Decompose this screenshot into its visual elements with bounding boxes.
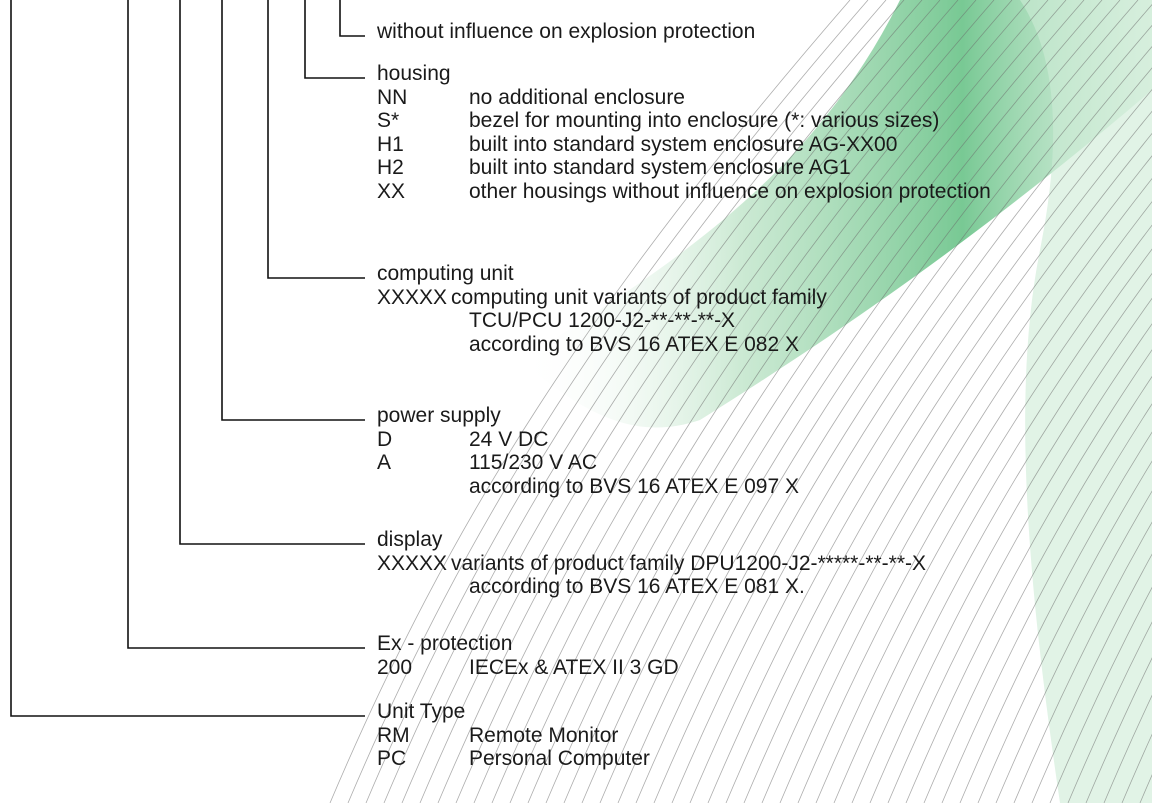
row-description: according to BVS 16 ATEX E 097 X: [469, 474, 799, 498]
hatch-line: [1085, 657, 1152, 803]
connector-ex: [127, 0, 365, 649]
row-description: other housings without influence on expl…: [469, 179, 991, 203]
row-code: 200: [377, 655, 413, 679]
hatch-line: [365, 0, 887, 803]
row-code: D: [377, 427, 393, 451]
hatch-line: [581, 0, 1103, 803]
hatch-line: [959, 431, 1152, 803]
row-description: no additional enclosure: [469, 85, 685, 109]
hatch-line: [1013, 521, 1152, 803]
row-description: built into standard system enclosure AG-…: [469, 132, 898, 156]
row-code: H2: [377, 156, 404, 179]
row-description: computing unit variants of product famil…: [451, 285, 827, 309]
hatch-line: [743, 132, 1152, 803]
hatch-line: [869, 297, 1152, 803]
hatch-line: [833, 248, 1152, 803]
hatch-line: [347, 0, 869, 803]
hatch-line: [761, 155, 1152, 803]
hatch-line: [653, 24, 1152, 803]
hatch-line: [977, 460, 1152, 803]
row-description: bezel for mounting into enclosure (*: va…: [469, 109, 940, 132]
hatch-line: [545, 0, 1067, 803]
row-description: variants of product family DPU1200-J2-**…: [451, 551, 927, 575]
hatch-line: [707, 88, 1152, 803]
hatch-line: [815, 224, 1152, 803]
hatch-line: [509, 0, 1031, 803]
swoosh-band-right: [1020, 0, 1152, 803]
hatch-line: [599, 0, 1121, 803]
hatch-line: [995, 490, 1152, 803]
hatch-line: [455, 0, 977, 803]
hatch-line: [887, 323, 1152, 803]
row-description: Personal Computer: [469, 747, 650, 770]
row-description: according to BVS 16 ATEX E 081 X.: [469, 575, 805, 598]
row-code: S*: [377, 109, 400, 132]
hatch-line: [563, 0, 1085, 803]
hatch-line: [383, 0, 905, 803]
hatch-line: [941, 403, 1152, 803]
row-description: according to BVS 16 ATEX E 082 X: [469, 332, 799, 356]
row-code: RM: [377, 723, 410, 747]
section-heading-ex: Ex - protection: [377, 632, 513, 655]
hatch-line: [1031, 553, 1152, 803]
section-heading-unit: Unit Type: [377, 700, 466, 723]
section-heading-misc: without influence on explosion protectio…: [377, 20, 756, 43]
hatch-line: [851, 272, 1152, 803]
hatch-line: [779, 178, 1152, 803]
row-description: built into standard system enclosure AG1: [469, 156, 851, 179]
hatch-line: [437, 0, 959, 803]
row-description: 24 V DC: [469, 427, 549, 451]
connector-misc: [339, 0, 365, 37]
row-code: XXXXX: [377, 285, 448, 309]
row-description: TCU/PCU 1200-J2-**-**-**-X: [469, 309, 736, 332]
hatch-line: [1049, 586, 1152, 803]
hatch-line: [923, 375, 1152, 803]
section-heading-housing: housing: [377, 62, 451, 85]
hatch-line: [329, 0, 851, 803]
hatch-line: [797, 201, 1152, 803]
hatch-line: [671, 46, 1152, 803]
connector-computing: [267, 0, 365, 279]
section-heading-power: power supply: [377, 404, 501, 427]
row-description: IECEx & ATEX II 3 GD: [469, 655, 679, 679]
connector-unit: [10, 0, 365, 717]
row-code: A: [377, 451, 392, 474]
row-code: H1: [377, 132, 404, 156]
row-description: Remote Monitor: [469, 723, 619, 747]
hatch-line: [689, 67, 1152, 803]
section-heading-display: display: [377, 528, 443, 551]
hatch-line: [635, 4, 1152, 803]
hatch-line: [401, 0, 923, 803]
row-code: PC: [377, 747, 407, 770]
row-code: NN: [377, 85, 408, 109]
connector-display: [179, 0, 365, 545]
hatch-line: [905, 349, 1152, 803]
hatch-line: [419, 0, 941, 803]
connector-power: [221, 0, 365, 421]
connector-housing: [304, 0, 365, 79]
hatch-line: [491, 0, 1013, 803]
hatch-line: [617, 0, 1139, 803]
hatch-line: [725, 110, 1152, 803]
hatch-line: [527, 0, 1049, 803]
row-code: XX: [377, 179, 406, 203]
hatch-line: [473, 0, 995, 803]
row-description: 115/230 V AC: [469, 451, 598, 474]
hatch-line: [1067, 621, 1152, 803]
row-code: XXXXX: [377, 551, 448, 575]
section-heading-computing: computing unit: [377, 262, 514, 285]
